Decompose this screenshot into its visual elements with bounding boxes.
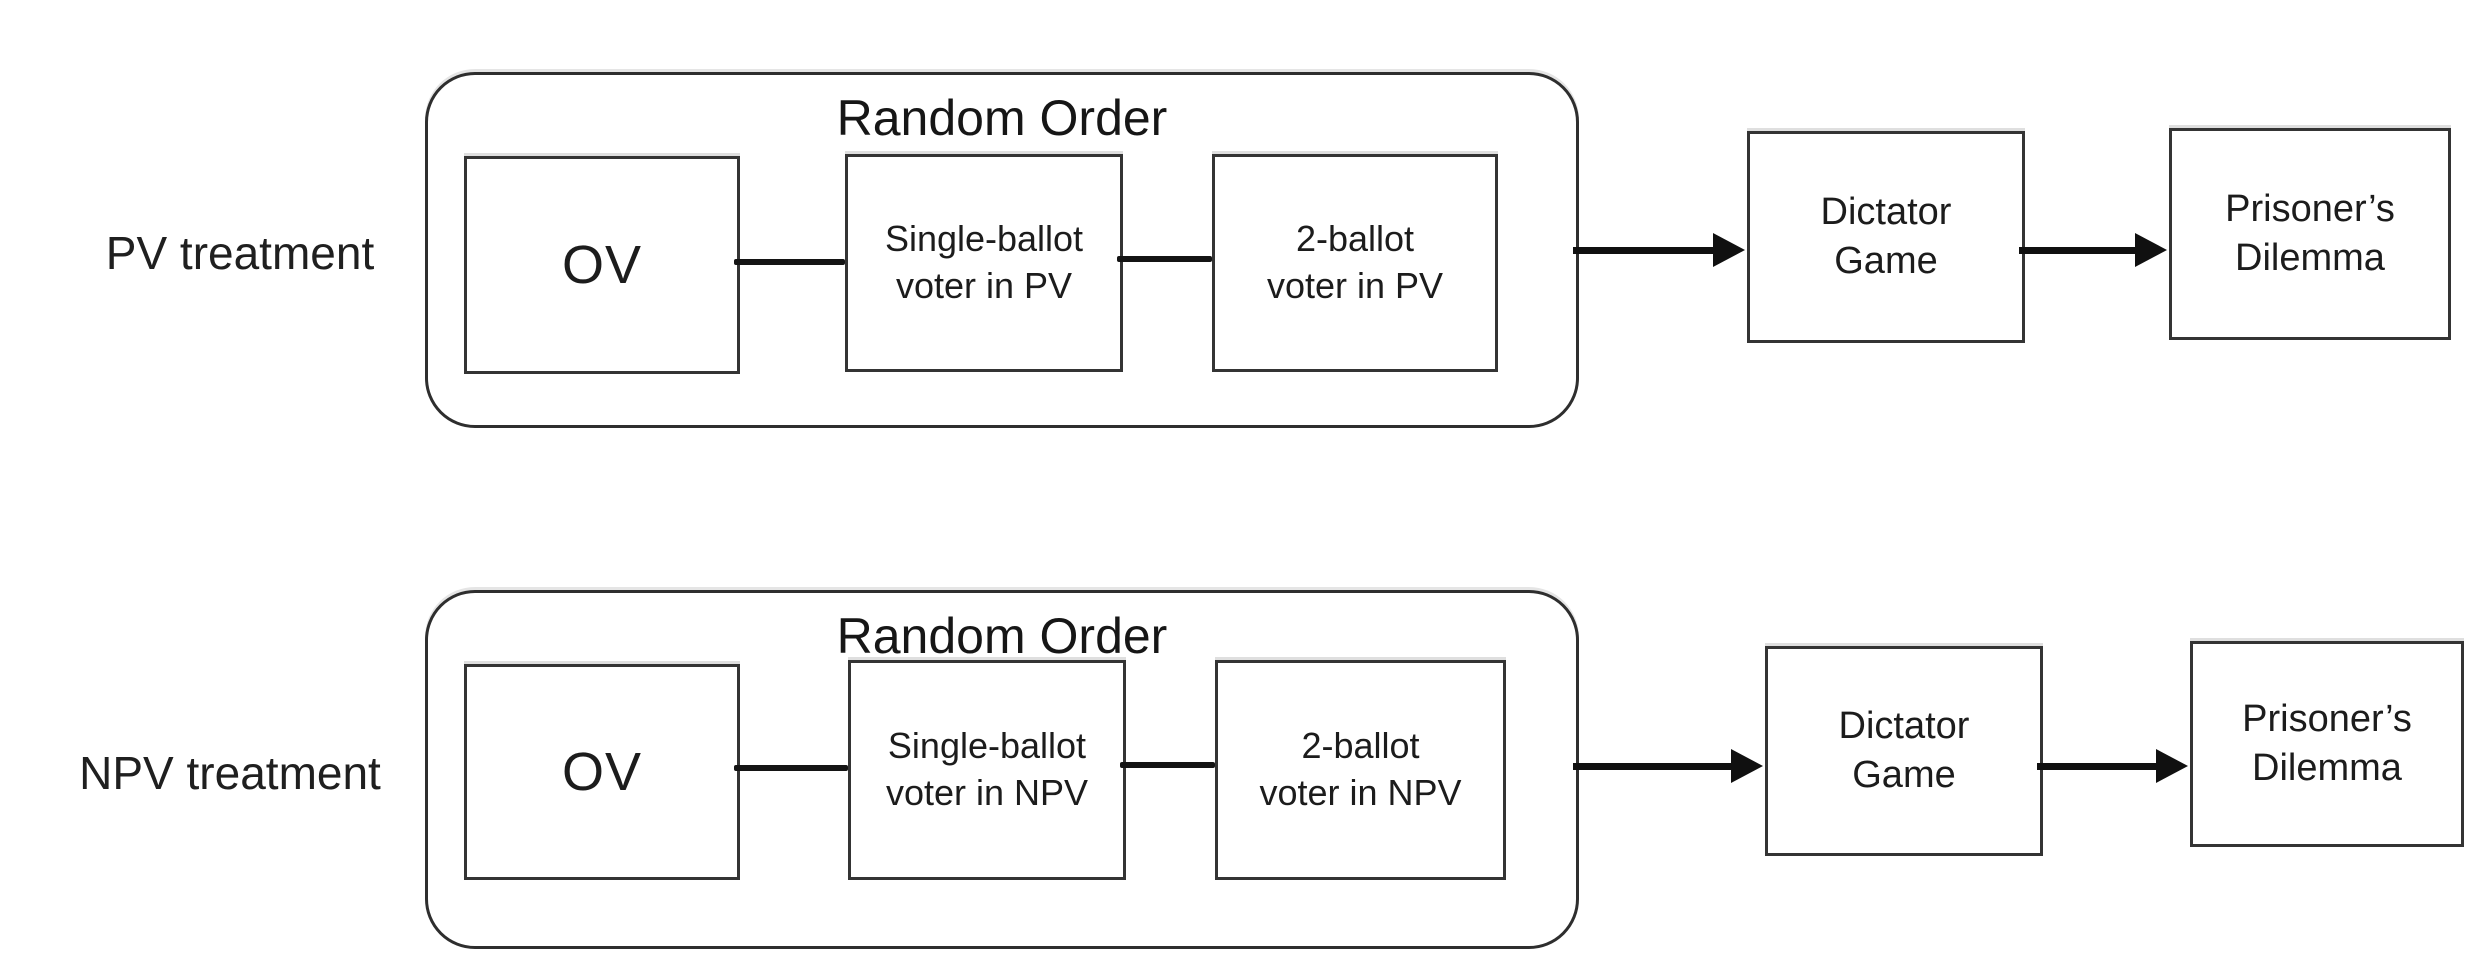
npv-single-ballot-label: Single-ballot voter in NPV [885,725,1089,813]
npv-arrow-dictator-to-prisoners [2037,749,2188,783]
pv-prisoners-dilemma-label: Prisoner’s Dilemma [2225,187,2395,279]
arrow-head-icon [2156,749,2188,783]
pv-2-ballot-box: 2-ballot voter in PV [1212,154,1498,372]
arrow-shaft [1573,246,1713,254]
npv-dictator-game-label: Dictator Game [1838,704,1970,796]
arrow-shaft [1573,762,1731,770]
npv-arrow-group-to-dictator [1573,749,1763,783]
npv-treatment-label: NPV treatment [79,747,381,799]
npv-prisoners-dilemma-box: Prisoner’s Dilemma [2190,641,2464,847]
pv-ov-label: OV [561,234,643,295]
pv-single-ballot-box: Single-ballot voter in PV [845,154,1123,372]
npv-prisoners-dilemma-label: Prisoner’s Dilemma [2242,697,2412,789]
pv-random-order-title: Random Order [836,90,1168,146]
pv-dictator-game-box: Dictator Game [1747,131,2025,343]
npv-2-ballot-box: 2-ballot voter in NPV [1215,660,1506,880]
arrow-shaft [2037,762,2156,770]
pv-arrow-group-to-dictator [1573,233,1745,267]
arrow-head-icon [2135,233,2167,267]
npv-single-ballot-box: Single-ballot voter in NPV [848,660,1126,880]
pv-2-ballot-label: 2-ballot voter in PV [1266,218,1444,306]
npv-2-ballot-label: 2-ballot voter in NPV [1259,725,1462,813]
pv-single-ballot-label: Single-ballot voter in PV [884,218,1084,306]
arrow-head-icon [1731,749,1763,783]
pv-prisoners-dilemma-box: Prisoner’s Dilemma [2169,128,2451,340]
npv-ov-box: OV [464,664,740,880]
arrow-shaft [2019,246,2135,254]
npv-connector-singleballot-to-2ballot [1120,762,1215,768]
npv-random-order-title: Random Order [836,608,1168,664]
arrow-head-icon [1713,233,1745,267]
pv-connector-singleballot-to-2ballot [1117,256,1212,262]
pv-ov-box: OV [464,156,740,374]
pv-connector-ov-to-singleballot [734,259,845,265]
pv-dictator-game-label: Dictator Game [1820,190,1952,282]
npv-ov-label: OV [561,741,643,802]
pv-arrow-dictator-to-prisoners [2019,233,2167,267]
npv-dictator-game-box: Dictator Game [1765,646,2043,856]
pv-treatment-label: PV treatment [105,227,375,279]
npv-connector-ov-to-singleballot [734,765,848,771]
